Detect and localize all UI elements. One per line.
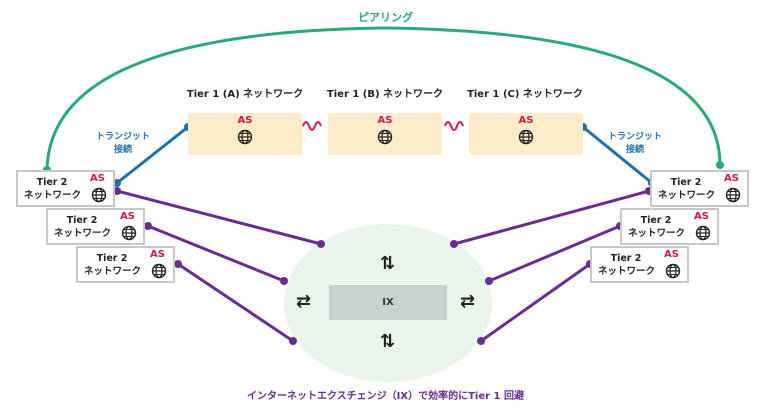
as-badge: AS [90, 173, 105, 184]
globe-icon [151, 263, 167, 279]
as-badge: AS [724, 173, 739, 184]
transit-label-left: トランジット 接続 [96, 131, 150, 157]
tier1-a-box: AS [188, 113, 302, 155]
transit-line-right [582, 125, 653, 185]
ix-link-left-1 [116, 189, 322, 246]
transit-label-left-text: トランジット 接続 [96, 132, 151, 155]
as-badge: AS [237, 115, 253, 126]
as-badge: AS [664, 249, 679, 260]
as-badge: AS [150, 249, 165, 260]
transit-label-right: トランジット 接続 [608, 131, 662, 157]
tier2-right-1: Tier 2 ネットワーク AS [650, 170, 749, 207]
tier1-c-title: Tier 1 (C) ネットワーク [467, 89, 583, 100]
ix-link-right-3 [480, 262, 591, 343]
footer-caption: インターネットエクスチェンジ（IX）で効率的にTier 1 回避 [246, 391, 524, 402]
as-badge: AS [694, 211, 709, 222]
globe-icon [518, 129, 534, 145]
as-badge: AS [120, 211, 135, 222]
tier2-name: Tier 2 ネットワーク [84, 253, 142, 277]
tier1-a-title: Tier 1 (A) ネットワーク [186, 89, 304, 100]
ix-link-left-3-end [289, 337, 297, 345]
peering-label: ピアリング [358, 11, 413, 24]
ix-link-right-1-end [450, 240, 458, 248]
tier2-left-1: Tier 2 ネットワーク AS [16, 170, 115, 207]
bidirectional-arrow-icon: ⇄ [296, 291, 312, 312]
peering-wave-ab [302, 121, 322, 131]
as-badge: AS [377, 115, 393, 126]
peering-wave-bc [444, 121, 464, 131]
ix-link-left-2-start [144, 222, 152, 230]
globe-icon [377, 129, 393, 145]
ix-link-left-3 [177, 262, 294, 343]
tier2-left-3: Tier 2 ネットワーク AS [76, 246, 175, 283]
transit-line-left [116, 125, 189, 185]
tier2-name: Tier 2 ネットワーク [628, 215, 686, 239]
ix-box: IX [329, 285, 447, 320]
bidirectional-arrow-icon: ⇄ [460, 291, 476, 312]
globe-icon [237, 129, 253, 145]
tier2-left-2: Tier 2 ネットワーク AS [46, 208, 145, 245]
tier1-b-box: AS [328, 113, 442, 155]
peering-arc [45, 26, 722, 171]
tier2-right-2: Tier 2 ネットワーク AS [620, 208, 719, 245]
ix-link-right-3-end [477, 337, 485, 345]
tier2-name: Tier 2 ネットワーク [598, 253, 656, 277]
ix-link-left-1-end [317, 240, 325, 248]
as-badge: AS [518, 115, 534, 126]
globe-icon [121, 225, 137, 241]
tier2-right-3: Tier 2 ネットワーク AS [590, 246, 689, 283]
transit-endpoint-left-a [113, 179, 121, 187]
globe-icon [665, 263, 681, 279]
tier1-b-title: Tier 1 (B) ネットワーク [326, 89, 444, 100]
bidirectional-arrow-icon: ⇅ [380, 331, 396, 352]
tier2-name: Tier 2 ネットワーク [54, 215, 112, 239]
tier2-name: Tier 2 ネットワーク [24, 177, 82, 201]
transit-label-right-text: トランジット 接続 [608, 132, 663, 155]
tier1-c-box: AS [469, 113, 583, 155]
ix-link-right-2 [488, 224, 621, 283]
ix-link-right-1 [453, 189, 650, 246]
ix-link-left-1-start [113, 187, 121, 195]
globe-icon [725, 187, 741, 203]
globe-icon [91, 187, 107, 203]
bidirectional-arrow-icon: ⇅ [380, 253, 396, 274]
globe-icon [695, 225, 711, 241]
ix-link-left-2-end [280, 277, 288, 285]
ix-link-left-2 [147, 224, 285, 283]
ix-link-left-3-start [174, 260, 182, 268]
tier2-name: Tier 2 ネットワーク [658, 177, 716, 201]
ix-link-right-2-end [485, 277, 493, 285]
peering-endpoint-right [716, 161, 724, 169]
